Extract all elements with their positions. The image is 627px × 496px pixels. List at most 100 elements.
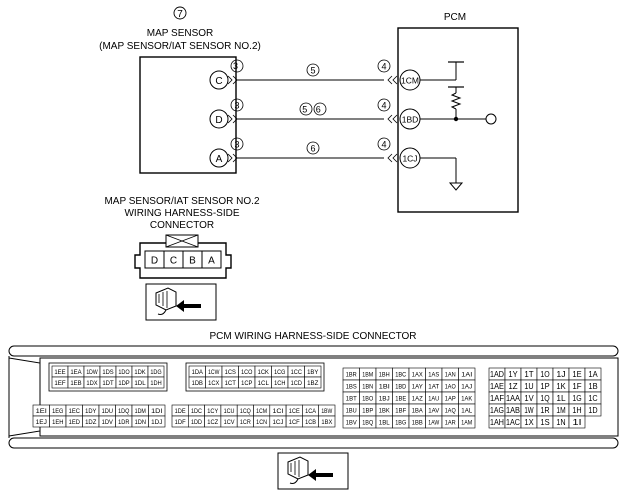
- pin-label: 1AE: [490, 382, 504, 391]
- pin-label: 1DO: [118, 369, 129, 376]
- pin-label: 1DB: [192, 380, 203, 387]
- pin-label: 1DH: [150, 380, 162, 387]
- map-sensor-body: [139, 56, 237, 174]
- sensor-connector-num: 3: [234, 140, 239, 150]
- pin-label: 1CZ: [207, 419, 218, 426]
- pcm-internal-circuit: [420, 61, 497, 191]
- pin-label: 1E: [572, 370, 581, 379]
- pin-label: 1AL: [461, 407, 472, 414]
- pcm-connector-frame: [8, 345, 619, 449]
- pin-label: 1CL: [258, 380, 270, 387]
- pin-label: 1CH: [274, 380, 286, 387]
- pin-label: 1W: [524, 406, 534, 415]
- pin-label: 1R: [540, 406, 549, 415]
- pin-label: 1CV: [224, 419, 236, 426]
- pin-label: 1DM: [135, 408, 146, 415]
- pin-label: 1BI: [379, 383, 390, 390]
- pin-label: 1EC: [69, 408, 81, 415]
- pin-label: 1CK: [258, 369, 270, 376]
- pin-label: 1AO: [445, 383, 456, 390]
- pin-label: 1CS: [225, 369, 237, 376]
- pin-label: 1AH: [490, 418, 504, 427]
- pin-label: 1BQ: [362, 419, 373, 426]
- connector-view-icon: [277, 452, 349, 490]
- pcm-connector-num: 4: [381, 62, 386, 72]
- pin-label: 1D: [588, 406, 597, 415]
- pin-label: 1AB: [506, 406, 520, 415]
- pin-label: 1DZ: [85, 419, 96, 426]
- pin-label: 1V: [524, 394, 534, 403]
- pin-label: 1DW: [86, 369, 98, 376]
- pin-cell: [147, 376, 165, 389]
- pin-label: 1EE: [54, 369, 66, 376]
- pin-label: 1DX: [86, 380, 98, 387]
- pin-label: 1BJ: [379, 395, 390, 402]
- pin-label: 1BY: [307, 369, 319, 376]
- pcm-connector-num: 4: [381, 101, 386, 111]
- pin-label: 1U: [524, 382, 533, 391]
- sensor-number: 7: [177, 9, 183, 20]
- pin-label: 1CQ: [240, 408, 251, 415]
- pin-label: 1BB: [412, 419, 423, 426]
- pin-label: 1K: [556, 382, 566, 391]
- pin-label: 1AI: [461, 371, 472, 378]
- pin-label: 1DD: [191, 419, 202, 426]
- pin-label: 1CN: [256, 419, 267, 426]
- pin-label: 1DS: [102, 369, 114, 376]
- pin-label: 1F: [572, 382, 581, 391]
- pin-label: 1EG: [52, 408, 63, 415]
- connector-pin-d: D: [151, 256, 158, 267]
- pin-label: 1AJ: [461, 383, 472, 390]
- pin-label: 1EA: [70, 369, 82, 376]
- pin-label: 1DQ: [118, 408, 129, 415]
- pin-cell: [584, 403, 602, 417]
- svg-text:MAP SENSOR/IAT SENSOR NO.2: MAP SENSOR/IAT SENSOR NO.2: [104, 196, 259, 207]
- pcm-connector-title: PCM WIRING HARNESS-SIDE CONNECTOR: [209, 331, 416, 342]
- pin-label: 1AG: [490, 406, 504, 415]
- pin-label: 1BF: [395, 407, 406, 414]
- sensor-header: 7 MAP SENSOR (MAP SENSOR/IAT SENSOR NO.2…: [99, 6, 261, 52]
- pin-label: 1ED: [69, 419, 81, 426]
- pin-label: 1M: [556, 406, 566, 415]
- pin-label: 1CJ: [272, 419, 283, 426]
- pin-label: 1CO: [241, 369, 252, 376]
- svg-text:WIRING HARNESS-SIDE: WIRING HARNESS-SIDE: [124, 208, 239, 219]
- pcm-terminal-1cm: 1CM: [401, 76, 419, 86]
- svg-text:CONNECTOR: CONNECTOR: [150, 220, 214, 231]
- pin-label: 1AF: [490, 394, 504, 403]
- pin-label: 1BN: [362, 383, 373, 390]
- pin-label: 1CY: [207, 408, 219, 415]
- pin-label: 1DI: [151, 408, 163, 415]
- pcm-body: [397, 27, 519, 213]
- pin-label: 1BG: [395, 419, 406, 426]
- connector-pin-b: B: [189, 256, 196, 267]
- pin-label: 1DA: [192, 369, 204, 376]
- pin-label: 1P: [540, 382, 549, 391]
- sensor-subname: (MAP SENSOR/IAT SENSOR NO.2): [99, 41, 261, 52]
- pin-label: 1A: [588, 370, 598, 379]
- pin-label: 1S: [540, 418, 549, 427]
- wire-row-c: C 3 5 4 1CM: [209, 59, 421, 91]
- pin-label: 1BK: [379, 407, 391, 414]
- pin-label: 1AZ: [412, 395, 423, 402]
- pin-label: 1CF: [289, 419, 300, 426]
- pin-label: 1AU: [428, 395, 439, 402]
- wire-row-d: D 3 5 6 4 1BD: [209, 98, 421, 130]
- pin-label: 1X: [524, 418, 534, 427]
- pin-label: 1CM: [256, 408, 267, 415]
- signal-terminal-icon: [485, 113, 497, 125]
- wire-row-a: A 3 6 4 1CJ: [209, 137, 421, 169]
- pin-label: 1DV: [102, 419, 114, 426]
- pin-label: 1BT: [346, 395, 357, 402]
- pin-label: 1AV: [428, 407, 440, 414]
- pin-label: 1AT: [428, 383, 439, 390]
- pin-label: 1EB: [70, 380, 81, 387]
- pin-label: 1BH: [379, 371, 390, 378]
- connector-view-icon: [145, 283, 217, 321]
- pin-label: 1Y: [508, 370, 518, 379]
- pin-label: 1BA: [412, 407, 424, 414]
- pin-label: 1EI: [36, 408, 48, 415]
- pin-label: 1BD: [395, 383, 406, 390]
